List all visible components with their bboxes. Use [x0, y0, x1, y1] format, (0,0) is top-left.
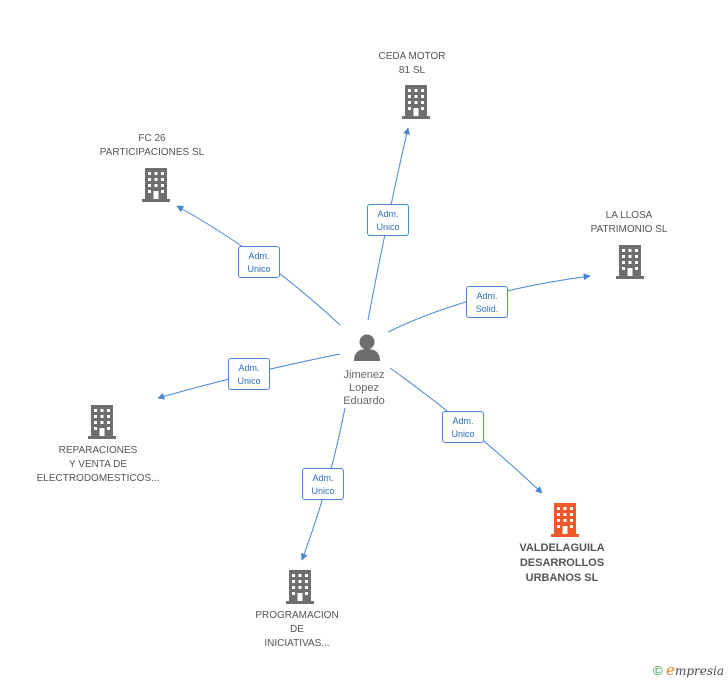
building-icon-ceda[interactable] [402, 85, 430, 119]
person-icon[interactable] [354, 334, 380, 362]
building-icon-reparaciones[interactable] [88, 405, 116, 439]
brand-name: mpresia [674, 664, 724, 678]
company-label-fc26[interactable]: FC 26 PARTICIPACIONES SL [99, 133, 205, 158]
company-label-llosa[interactable]: LA LLOSA PATRIMONIO SL [590, 210, 668, 235]
company-label-ceda[interactable]: CEDA MOTOR 81 SL [378, 51, 446, 76]
company-label-reparaciones[interactable]: REPARACIONES Y VENTA DE ELECTRODOMESTICO… [36, 445, 160, 484]
building-icon-llosa[interactable] [616, 245, 644, 279]
building-icon-programacion[interactable] [286, 570, 314, 604]
edge-label-valdelaguila[interactable]: Adm. Unico [442, 411, 484, 443]
company-label-programacion[interactable]: PROGRAMACION DE INICIATIVAS... [255, 610, 339, 649]
building-icon-fc26[interactable] [142, 168, 170, 202]
edge-label-reparaciones[interactable]: Adm. Unico [228, 358, 270, 390]
building-icon-valdelaguila[interactable] [551, 503, 579, 537]
edge-label-llosa[interactable]: Adm. Solid. [466, 286, 508, 318]
brand-footer: © empresia [653, 661, 724, 679]
person-name[interactable]: Jimenez Lopez Eduardo [343, 369, 385, 407]
brand-logo-initial: e [666, 661, 675, 679]
company-label-valdelaguila[interactable]: VALDELAGUILA DESARROLLOS URBANOS SL [519, 542, 605, 584]
copyright-icon: © [653, 663, 663, 678]
edge-label-ceda[interactable]: Adm. Unico [367, 204, 409, 236]
edge-label-fc26[interactable]: Adm. Unico [238, 246, 280, 278]
edge-label-programacion[interactable]: Adm. Unico [302, 468, 344, 500]
